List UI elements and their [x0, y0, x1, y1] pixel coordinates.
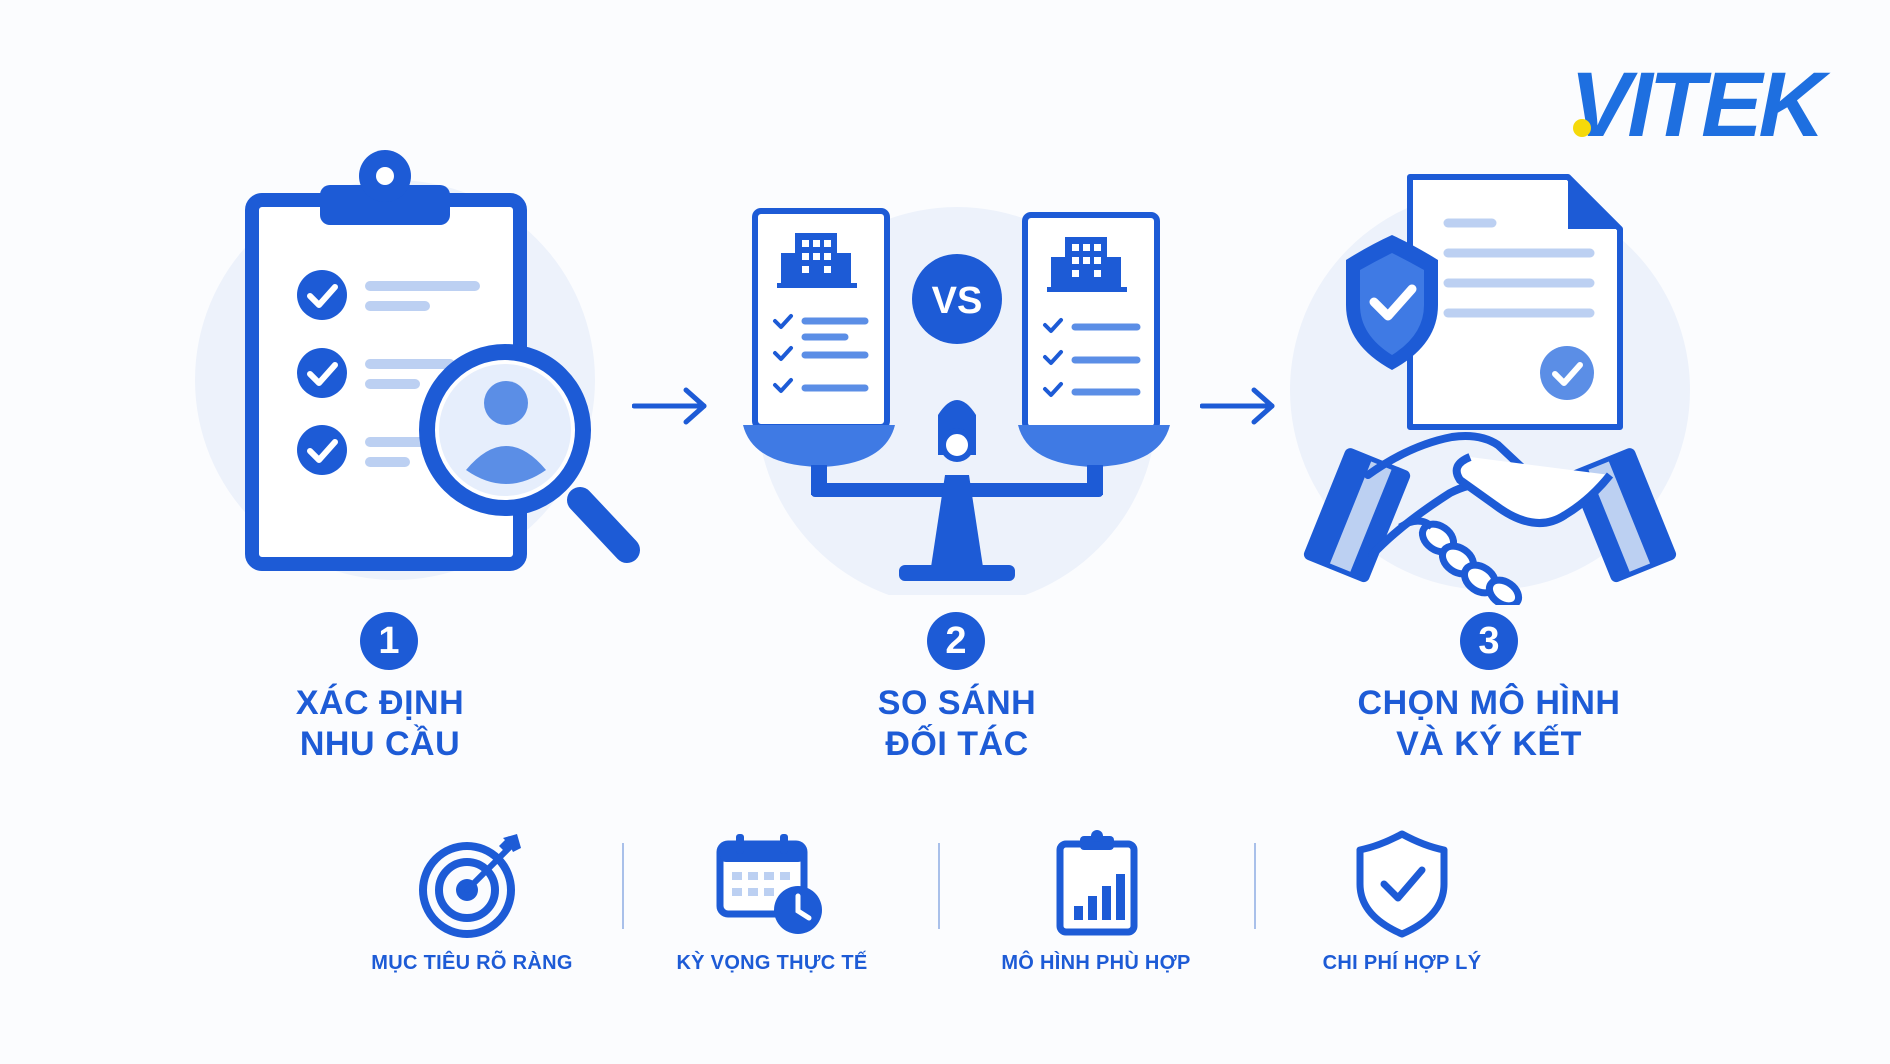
calendar-clock-icon	[716, 834, 822, 934]
step-number: 3	[1460, 612, 1518, 670]
step-1: 1 XÁC ĐỊNH NHU CẦU	[190, 140, 660, 763]
feature-label: KỲ VỌNG THỰC TẾ	[676, 952, 868, 974]
svg-text:VS: VS	[932, 280, 983, 322]
feature-item: KỲ VỌNG THỰC TẾ	[642, 828, 902, 975]
target-icon	[419, 834, 521, 938]
step-number: 2	[927, 612, 985, 670]
feature-item: CHI PHÍ HỢP LÝ	[1272, 828, 1532, 975]
step-number: 1	[360, 612, 418, 670]
contract-handshake-icon	[1290, 174, 1690, 605]
feature-label: MÔ HÌNH PHÙ HỢP	[1001, 952, 1191, 974]
divider	[1254, 843, 1256, 929]
step-title: SO SÁNH ĐỐI TÁC	[877, 684, 1037, 763]
clipboard-search-icon	[195, 150, 640, 580]
shield-check-icon	[1356, 830, 1448, 938]
feature-item: MỤC TIÊU RÕ RÀNG	[342, 828, 602, 975]
compare-scale-icon: VS	[743, 207, 1170, 595]
feature-item: MÔ HÌNH PHÙ HỢP	[966, 828, 1226, 975]
brand-logo: VITEK	[1568, 54, 1838, 156]
feature-label: CHI PHÍ HỢP LÝ	[1322, 952, 1482, 974]
step-title: XÁC ĐỊNH NHU CẦU	[295, 684, 465, 763]
divider	[622, 843, 624, 929]
svg-text:VITEK: VITEK	[1570, 60, 1831, 150]
feature-label: MỤC TIÊU RÕ RÀNG	[371, 952, 573, 974]
arrow-right-icon	[632, 387, 707, 425]
arrow-right-icon	[1200, 387, 1275, 425]
step-title: CHỌN MÔ HÌNH VÀ KÝ KẾT	[1357, 684, 1621, 763]
step-3: 3 CHỌN MÔ HÌNH VÀ KÝ KẾT	[1280, 165, 1700, 763]
clipboard-chart-icon	[1056, 830, 1138, 936]
step-2: VS 2 SO SÁNH ĐỐI TÁC	[735, 175, 1185, 763]
divider	[938, 843, 940, 929]
